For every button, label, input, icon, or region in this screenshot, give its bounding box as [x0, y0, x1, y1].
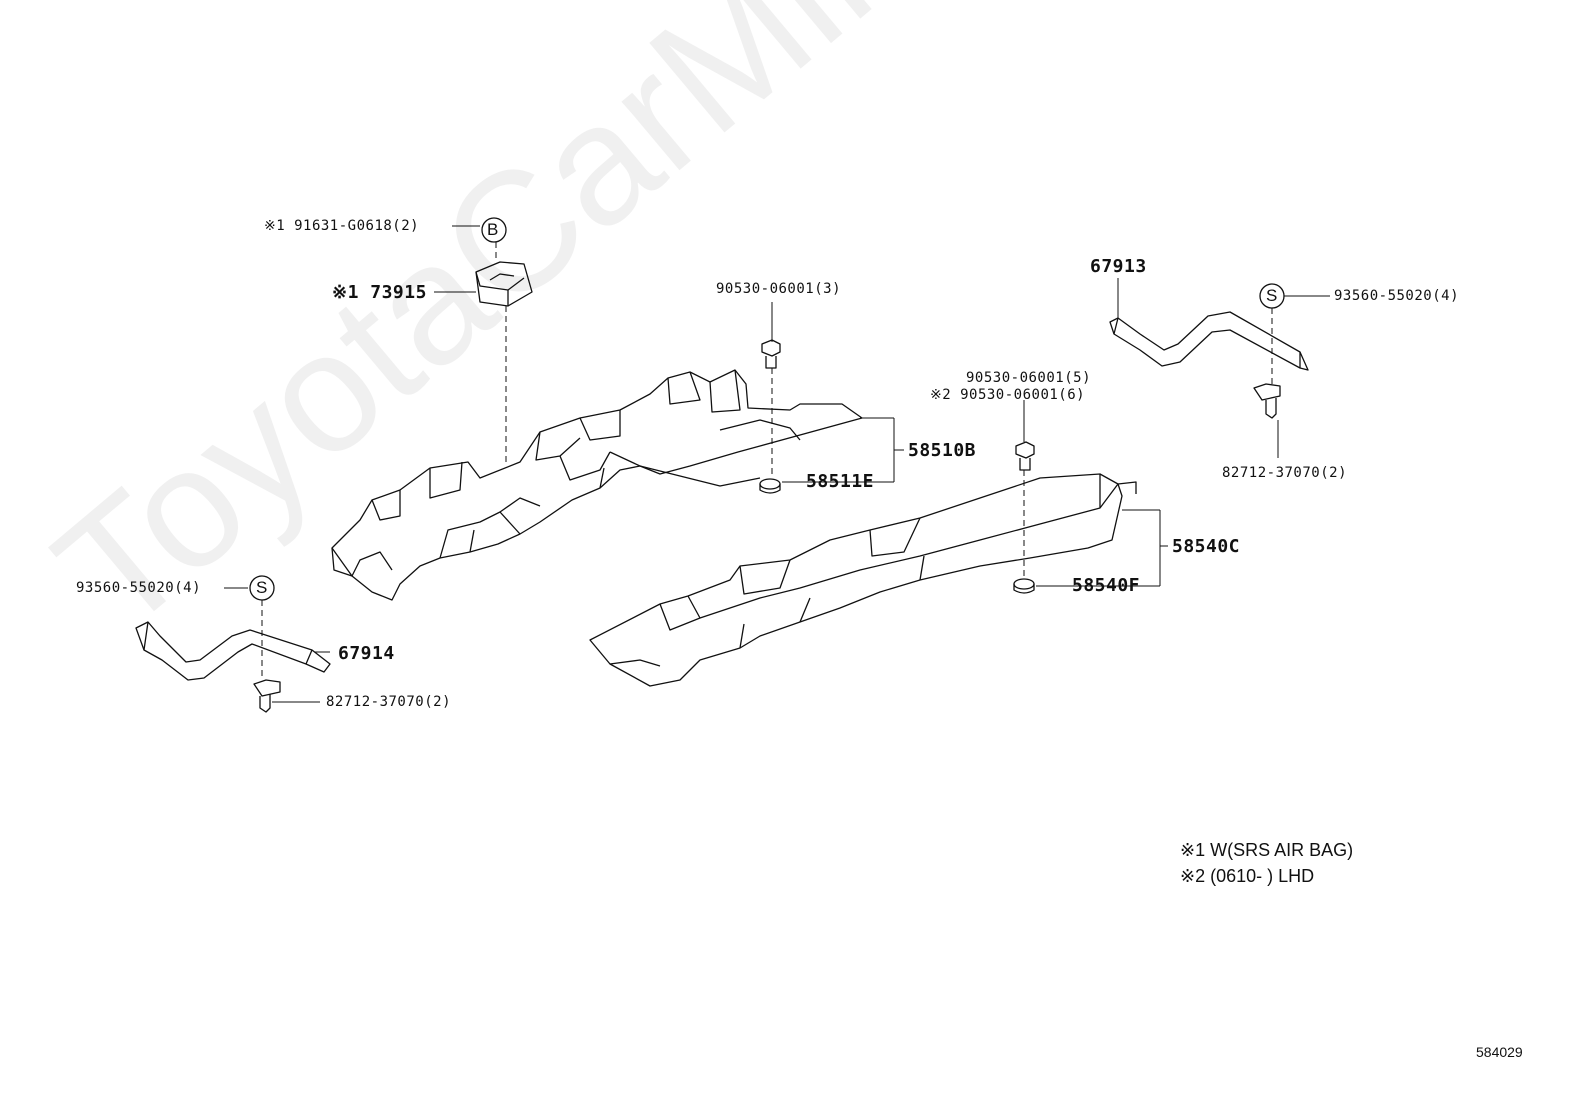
bracket-67914-shape [135, 621, 331, 681]
s-callout-letter-right: S [1266, 286, 1278, 305]
floor-silencer-rear-shape [589, 473, 1137, 687]
b-callout-circle [481, 217, 507, 243]
footnote-1: ※1 W(SRS AIR BAG) [1180, 840, 1354, 860]
part-label-91631: ※1 91631-G0618(2) [264, 218, 420, 234]
part-label-93560-right: 93560-55020(4) [1334, 288, 1460, 304]
clip-82712-right-shape [1253, 383, 1281, 419]
part-label-58540c: 58540C [1172, 536, 1241, 557]
b-callout-letter: B [487, 220, 499, 239]
plug-58511e-shape [759, 478, 781, 490]
part-label-67913: 67913 [1090, 256, 1147, 277]
part-label-58511e: 58511E [806, 471, 875, 492]
part-label-90530-3: 90530-06001(3) [716, 281, 842, 297]
s-callout-letter-left: S [256, 578, 268, 597]
screw-90530-3-shape [761, 339, 781, 369]
part-label-90530-5: 90530-06001(5) [966, 370, 1092, 386]
part-label-82712-left: 82712-37070(2) [326, 694, 452, 710]
plug-58540f-shape [1013, 578, 1035, 590]
screw-90530-5-shape [1015, 441, 1035, 471]
clip-82712-left-shape [253, 679, 281, 713]
part-label-58510b: 58510B [908, 440, 977, 461]
footnote-2: ※2 (0610- ) LHD [1180, 866, 1315, 886]
part-label-82712-right: 82712-37070(2) [1222, 465, 1348, 481]
s-callout-circle-left [249, 575, 275, 601]
part-label-73915: ※1 73915 [332, 282, 427, 303]
part-label-58540f: 58540F [1072, 575, 1141, 596]
bracket-73915-shape [475, 261, 533, 307]
part-label-90530-6: ※2 90530-06001(6) [930, 387, 1086, 403]
bracket-67913-shape [1109, 311, 1309, 371]
floor-silencer-front-shape [331, 369, 863, 601]
diagram-id: 584029 [1476, 1044, 1523, 1060]
part-label-93560-left: 93560-55020(4) [76, 580, 202, 596]
s-callout-circle-right [1259, 283, 1285, 309]
part-label-67914: 67914 [338, 643, 395, 664]
